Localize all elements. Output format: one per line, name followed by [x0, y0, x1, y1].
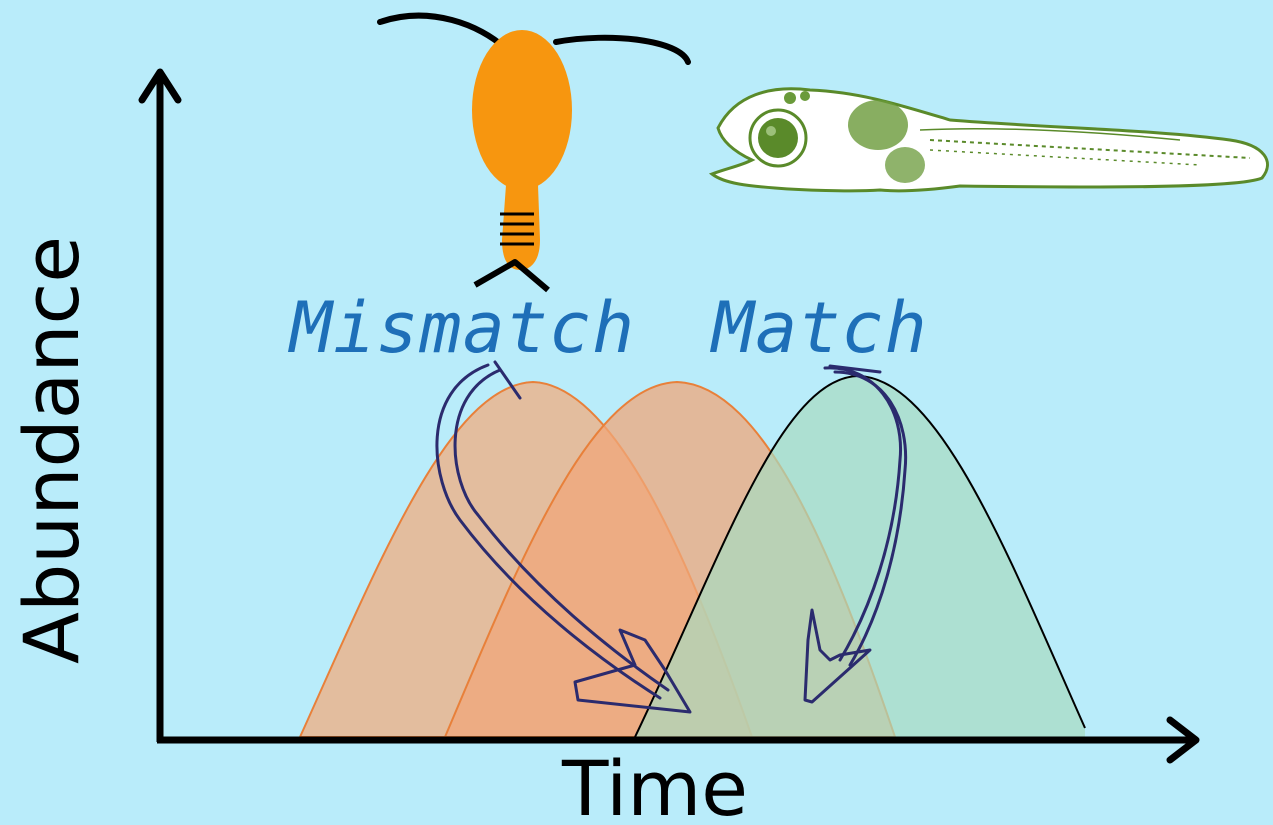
x-axis-arrowhead — [1166, 716, 1200, 764]
curve-predator — [635, 376, 1085, 737]
y-axis-arrowhead — [138, 68, 182, 104]
copepod-icon — [377, 12, 691, 293]
fish-larva-icon — [708, 87, 1269, 193]
y-axis-label: Abundance — [7, 236, 96, 664]
match-label: Match — [709, 287, 928, 369]
abundance-curves — [298, 374, 1086, 738]
x-axis-label: Time — [561, 744, 748, 825]
match-arrow — [803, 364, 908, 704]
mismatch-label: Mismatch — [287, 287, 635, 369]
axes — [138, 68, 1200, 764]
mismatch-arrow — [435, 360, 692, 714]
